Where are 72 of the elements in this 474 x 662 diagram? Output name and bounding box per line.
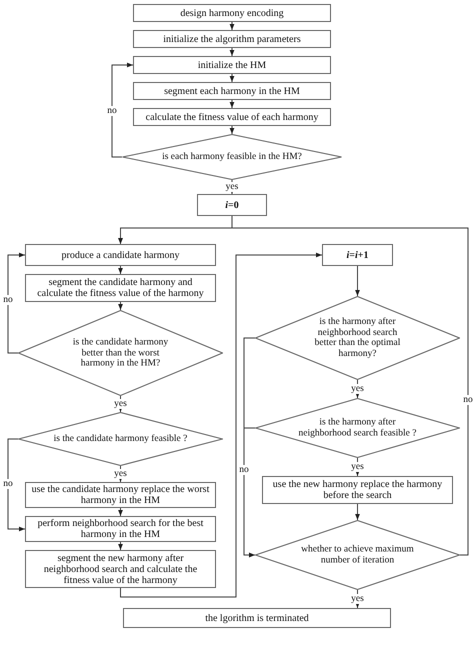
decision-diamond xyxy=(18,412,223,466)
process-box xyxy=(25,274,216,302)
edge-label: no xyxy=(2,295,14,305)
edge-label: no xyxy=(106,106,118,116)
decision-diamond xyxy=(255,398,460,458)
arrow xyxy=(118,228,468,556)
step-text: calculate the fitness value of each harmony xyxy=(144,112,320,122)
step-text: i=i+1 xyxy=(346,250,370,260)
decision-diamond xyxy=(255,296,460,380)
process-box xyxy=(123,608,391,628)
question-text: is the candidate harmony better than the worst harmony in the HM? xyxy=(72,337,170,369)
step-text: the lgorithm is terminated xyxy=(204,612,310,624)
step-text: segment the candidate harmony and calculate the fitness value of the harmony xyxy=(36,277,205,299)
process-box xyxy=(133,4,331,22)
question-text: is the harmony after neighborhood search better than the optimal harmony? xyxy=(314,317,402,359)
arrow xyxy=(355,590,360,608)
arrow xyxy=(8,252,26,354)
step-text: design harmony encoding xyxy=(179,8,285,18)
edge-label: yes xyxy=(113,469,128,479)
arrow xyxy=(118,508,123,516)
edge-label: yes xyxy=(224,182,240,192)
arrow xyxy=(230,22,234,30)
step-text: initialize the algorithm parameters xyxy=(162,34,302,44)
arrow xyxy=(118,302,123,310)
question-text: is the candidate harmony feasible ? xyxy=(52,434,188,444)
arrow xyxy=(355,504,360,520)
edge-label: yes xyxy=(350,594,365,604)
arrow xyxy=(355,380,360,398)
step-text: segment the new harmony after neighborhood search and calculate the fitness value of the harmony xyxy=(42,552,198,586)
arrow xyxy=(230,100,234,108)
arrow xyxy=(244,428,256,558)
process-box xyxy=(25,516,216,542)
arrow xyxy=(355,458,360,476)
arrow xyxy=(112,62,134,158)
process-box xyxy=(197,194,267,216)
step-text: initialize the HM xyxy=(196,60,268,70)
edge-label: no xyxy=(462,395,474,405)
question-text: is the harmony after neighborhood search feasible ? xyxy=(298,418,418,438)
decision-diamond xyxy=(255,520,460,590)
step-text: segment each harmony in the HM xyxy=(163,86,301,96)
process-box xyxy=(25,244,216,266)
arrow xyxy=(230,48,234,56)
edge-label: no xyxy=(2,479,14,489)
arrow xyxy=(230,180,234,194)
edge-label: yes xyxy=(350,462,365,472)
step-text: perform neighborhood search for the best harmony in the HM xyxy=(36,518,204,540)
arrow xyxy=(118,542,123,550)
arrow xyxy=(8,438,26,532)
process-box xyxy=(322,244,393,266)
arrow xyxy=(118,266,123,274)
edge-label: yes xyxy=(350,384,365,394)
process-box xyxy=(133,56,331,74)
arrow xyxy=(230,74,234,82)
process-box xyxy=(133,108,331,126)
question-text: whether to achieve maximum number of iteration xyxy=(300,544,415,566)
edge-label: yes xyxy=(113,399,128,409)
arrow xyxy=(355,266,360,296)
process-box xyxy=(262,476,453,504)
edge-label: no xyxy=(238,465,250,475)
step-text: produce a candidate harmony xyxy=(60,250,180,260)
question-text: is each harmony feasible in the HM? xyxy=(161,152,303,162)
decision-diamond xyxy=(122,134,342,180)
decision-diamond xyxy=(18,310,223,396)
step-text: use the candidate harmony replace the worst harmony in the HM xyxy=(30,484,210,506)
process-box xyxy=(133,82,331,100)
step-text: i=0 xyxy=(224,200,240,210)
arrow xyxy=(230,126,234,134)
process-box xyxy=(25,482,216,508)
step-text: use the new harmony replace the harmony before the search xyxy=(272,479,444,501)
process-box xyxy=(133,30,331,48)
process-box xyxy=(25,550,216,588)
arrow xyxy=(120,252,322,598)
